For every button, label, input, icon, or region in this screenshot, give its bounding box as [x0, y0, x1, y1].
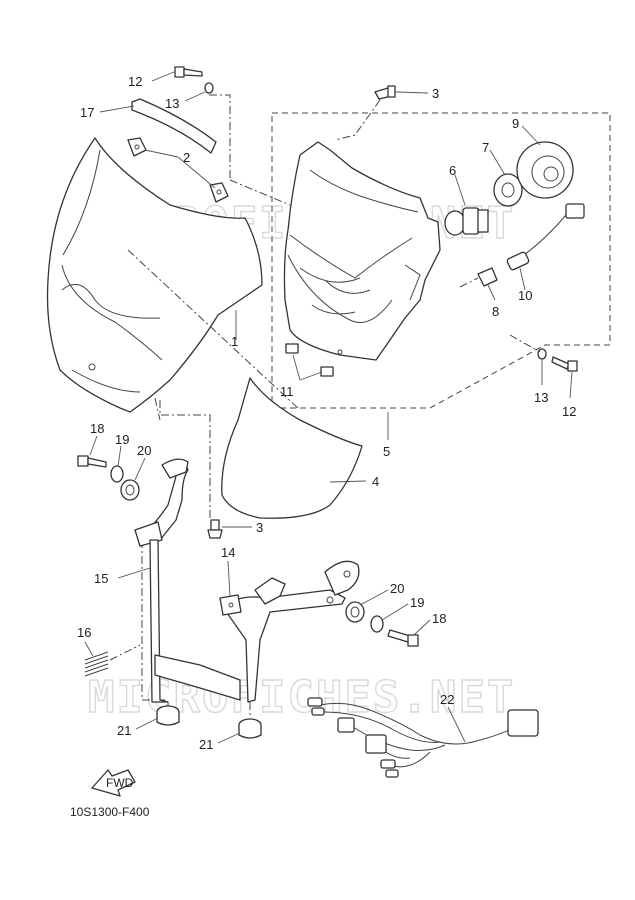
callout-10: 10: [518, 288, 532, 303]
leader-20-left: [134, 457, 146, 481]
callout-17: 17: [80, 105, 94, 120]
part-17-strip: [131, 98, 217, 154]
part-14-clip: [219, 594, 242, 616]
leader-11: [292, 354, 323, 381]
callout-14: 14: [221, 545, 235, 560]
leader-22: [447, 706, 466, 743]
callout-5: 5: [383, 444, 390, 459]
guide-stay-cover: [154, 397, 161, 421]
part-19-collar-right: [370, 615, 384, 633]
callout-18-left: 18: [90, 421, 104, 436]
part-7-bulb-cover: [493, 173, 523, 207]
bulb-8-guide: [459, 277, 479, 288]
leader-3-top: [395, 91, 429, 94]
callout-1: 1: [231, 334, 238, 349]
callout-9: 9: [512, 116, 519, 131]
part-8-position-bulb: [477, 267, 498, 287]
leader-19-left: [117, 445, 122, 467]
guide-cover-housing: [229, 179, 291, 206]
part-18-bolt-left: [77, 455, 107, 468]
leader-21-left: [135, 717, 159, 730]
part-2-clip-a: [127, 137, 147, 157]
leader-15: [117, 567, 151, 579]
callout-20-right: 20: [390, 581, 404, 596]
guide-lower-mount: [159, 400, 211, 520]
callout-12-top: 12: [128, 74, 142, 89]
callout-3-lower: 3: [256, 520, 263, 535]
headlight-connector: [519, 203, 585, 259]
leader-14: [227, 560, 231, 597]
callout-2: 2: [183, 150, 190, 165]
leader-13-top: [184, 91, 206, 102]
callout-18-right: 18: [432, 611, 446, 626]
callout-6: 6: [449, 163, 456, 178]
callout-16: 16: [77, 625, 91, 640]
callout-22: 22: [440, 692, 454, 707]
forward-label: FWD: [106, 776, 134, 790]
leader-12-right: [569, 371, 573, 399]
guide-screw-3-top: [334, 99, 381, 141]
part-4-visor: [221, 377, 363, 519]
callout-8: 8: [492, 304, 499, 319]
callout-13-right: 13: [534, 390, 548, 405]
leader-16: [84, 641, 94, 657]
part-20-grommet-left: [120, 479, 140, 501]
part-12-bolt-top: [174, 66, 203, 78]
leader-9: [521, 125, 541, 146]
part-11-clip-b: [320, 366, 334, 377]
part-18-bolt-right: [387, 629, 419, 647]
callout-21-left: 21: [117, 723, 131, 738]
leader-19-right: [381, 603, 409, 621]
forward-arrow-icon: FWD: [91, 769, 136, 797]
callout-3-top: 3: [432, 86, 439, 101]
leader-20-right: [359, 589, 389, 606]
leader-21-right: [217, 732, 241, 744]
callout-19-left: 19: [115, 432, 129, 447]
callout-4: 4: [372, 474, 379, 489]
part-22-wire-harness: [307, 697, 539, 778]
part-9-rubber-boot: [516, 141, 574, 199]
leader-8: [487, 284, 496, 301]
callout-19-right: 19: [410, 595, 424, 610]
callout-15: 15: [94, 571, 108, 586]
guide-cover-diagonal: [127, 249, 301, 411]
leader-18-right: [413, 619, 431, 636]
callout-20-left: 20: [137, 443, 151, 458]
leader-2: [144, 149, 216, 189]
leader-18-left: [89, 435, 98, 456]
part-3-screw-lower: [207, 519, 223, 539]
leader-7: [489, 149, 506, 176]
diagram-code: 10S1300-F400: [70, 805, 150, 819]
guide-upper-bolt: [209, 94, 231, 180]
leader-10: [519, 267, 526, 291]
part-16-spring: [84, 644, 141, 677]
leader-17: [99, 105, 135, 113]
part-6-bulb: [444, 207, 489, 236]
part-3-screw-top: [374, 85, 396, 100]
leader-4: [329, 480, 367, 483]
bolt-12-guide: [509, 334, 541, 353]
part-13-washer-right: [537, 348, 547, 360]
callout-13-top: 13: [165, 96, 179, 111]
part-20-grommet-right: [345, 601, 365, 623]
part-21-damper-right: [238, 718, 262, 739]
callout-7: 7: [482, 140, 489, 155]
part-12-bolt-right: [551, 356, 578, 372]
part-19-collar-left: [110, 465, 124, 483]
guide-damper: [167, 702, 251, 718]
part-5-headlight-housing: [283, 141, 441, 361]
callout-21-right: 21: [199, 737, 213, 752]
callout-12-right: 12: [562, 404, 576, 419]
part-13-washer-top: [204, 82, 214, 94]
part-11-clip-a: [285, 343, 299, 354]
callout-11: 11: [280, 384, 294, 399]
leader-12-top: [151, 71, 175, 82]
part-15-headlight-stay: [134, 458, 360, 703]
guide-stay-left: [141, 540, 165, 701]
part-21-damper-left: [156, 705, 180, 726]
leader-6: [454, 174, 466, 206]
part-10-position-socket: [506, 251, 530, 271]
